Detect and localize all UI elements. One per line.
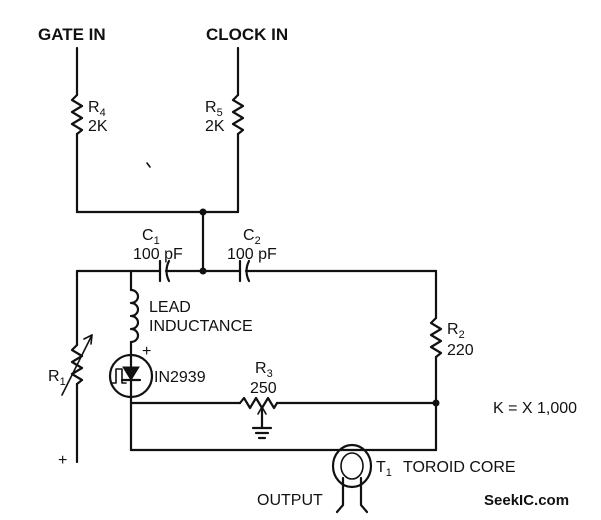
c1-ref: C1 (142, 227, 160, 247)
resistor-r4 (70, 93, 84, 214)
gate-in-label: GATE IN (38, 25, 106, 44)
r4-value: 2K (88, 118, 108, 135)
lead-inductance (129, 269, 140, 354)
diode-in2939 (108, 350, 154, 402)
r5-ref: R5 (205, 99, 223, 119)
potentiometer-r3 (129, 396, 438, 430)
diode-plus-label: + (142, 343, 151, 360)
resistor-r2 (429, 269, 443, 452)
r1-ref: R1 (48, 368, 66, 388)
junction-dot-r3 (432, 399, 440, 407)
r2-ref: R2 (447, 321, 465, 341)
ground-symbol (251, 426, 273, 440)
r2-value: 220 (447, 342, 474, 359)
r3-ref: R3 (255, 360, 273, 380)
r3-value: 250 (250, 380, 277, 397)
variable-resistor-r1 (61, 269, 93, 464)
c2-value: 100 pF (227, 246, 277, 263)
t1-ref: T1 (376, 459, 392, 479)
r4-ref: R4 (88, 99, 106, 119)
output-label: OUTPUT (257, 492, 323, 509)
capacitor-c1 (75, 259, 205, 283)
supply-plus-label: + (58, 452, 67, 469)
capacitor-c2 (201, 259, 438, 283)
diode-part-label: IN2939 (154, 369, 206, 386)
c1-value: 100 pF (133, 246, 183, 263)
clock-in-label: CLOCK IN (206, 25, 288, 44)
toroid-core-t1 (331, 443, 373, 514)
lead-inductance-line1: LEAD (149, 299, 191, 316)
t1-desc: TOROID CORE (403, 459, 516, 476)
r5-value: 2K (205, 118, 225, 135)
resistor-r5 (231, 93, 245, 214)
multiplier-note: K = X 1,000 (493, 400, 577, 417)
watermark: SeekIC.com (484, 492, 569, 509)
c2-ref: C2 (243, 227, 261, 247)
lead-inductance-line2: INDUCTANCE (149, 318, 253, 335)
stray-mark (146, 162, 151, 168)
